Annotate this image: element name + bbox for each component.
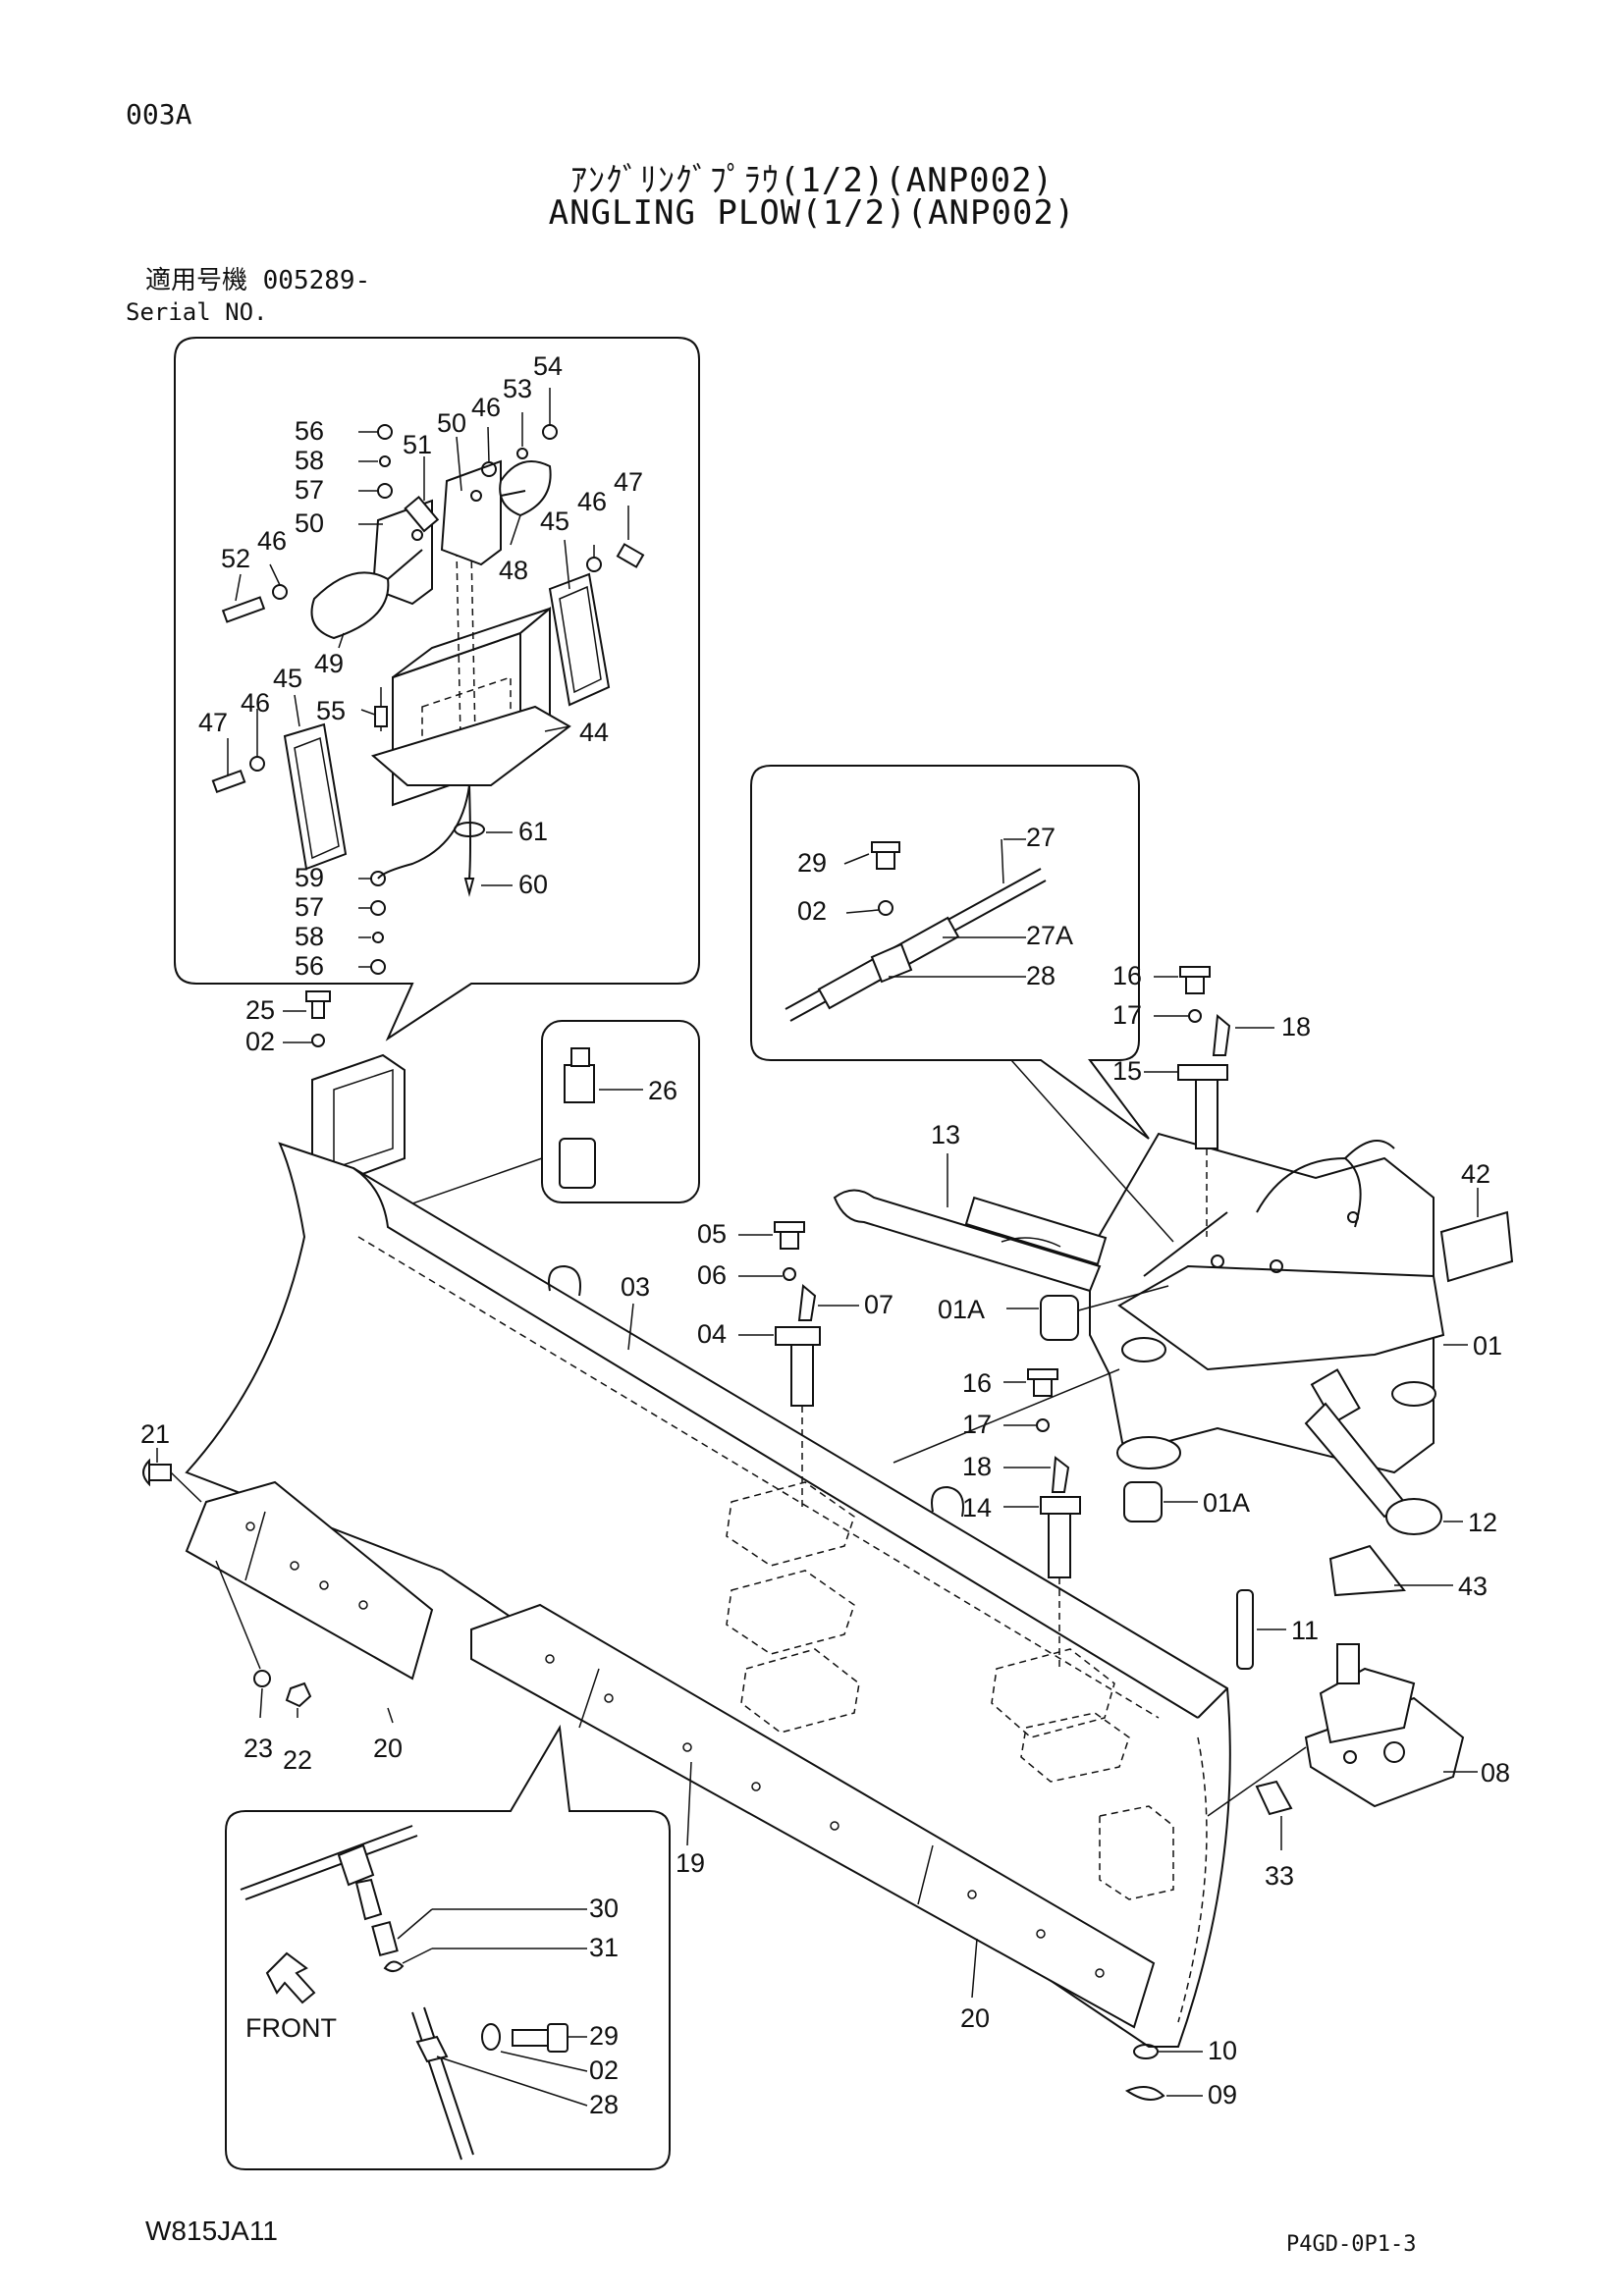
lamp-inset	[174, 337, 700, 1041]
part-label-29-tube: 29	[797, 848, 827, 878]
part-label-16-upper: 16	[1112, 961, 1142, 990]
part-label-12: 12	[1468, 1508, 1497, 1537]
part-label-55: 55	[316, 696, 346, 725]
part-label-45-right: 45	[540, 507, 569, 536]
cutting-edges	[185, 1480, 1156, 2029]
part-label-45-left: 45	[273, 664, 302, 693]
part-label-29-inset: 29	[589, 2021, 619, 2051]
part-label-26: 26	[648, 1076, 677, 1105]
part-label-46-a: 46	[471, 393, 501, 422]
part-label-28-tube: 28	[1026, 961, 1056, 990]
part-label-20-right: 20	[960, 2003, 990, 2033]
part-label-42: 42	[1461, 1159, 1490, 1189]
sheet-code: P4GD-0P1-3	[1286, 2232, 1417, 2257]
part-label-25: 25	[245, 995, 275, 1025]
part-label-13: 13	[931, 1120, 960, 1149]
part-label-11: 11	[1291, 1616, 1319, 1645]
part-label-01: 01	[1473, 1331, 1502, 1361]
nipple-inset	[372, 1020, 700, 1218]
part-label-53: 53	[503, 374, 532, 403]
part-label-03: 03	[621, 1272, 650, 1302]
part-label-30: 30	[589, 1894, 619, 1923]
part-label-05: 05	[697, 1219, 727, 1249]
part-label-54: 54	[533, 351, 563, 381]
part-label-58-bottom: 58	[295, 922, 324, 951]
part-label-01A-upper: 01A	[938, 1295, 985, 1324]
serial-label-english: Serial NO.	[126, 298, 268, 326]
part-label-17-upper: 17	[1112, 1000, 1142, 1030]
front-label: FRONT	[245, 2013, 337, 2043]
serial-label-japanese: 適用号機 005289-	[145, 266, 371, 295]
part-label-27: 27	[1026, 823, 1056, 852]
part-label-43: 43	[1458, 1572, 1488, 1601]
part-label-16-lower: 16	[962, 1368, 992, 1398]
part-label-57-bottom: 57	[295, 892, 324, 922]
part-label-09: 09	[1208, 2080, 1237, 2109]
part-label-56-bottom: 56	[295, 951, 324, 981]
part-label-23: 23	[244, 1734, 273, 1763]
title-english: ANGLING PLOW(1/2)(ANP002)	[548, 193, 1076, 233]
part-label-47-right: 47	[614, 467, 643, 497]
part-label-31: 31	[589, 1933, 619, 1962]
part-label-48: 48	[499, 556, 528, 585]
part-label-56-top: 56	[295, 416, 324, 446]
part-label-28-inset: 28	[589, 2090, 619, 2119]
part-label-61: 61	[518, 817, 548, 846]
part-label-14: 14	[962, 1493, 992, 1522]
tube-inset	[750, 765, 1150, 1140]
part-label-10: 10	[1208, 2036, 1237, 2065]
title-japanese: ｱﾝｸﾞﾘﾝｸﾞﾌﾟﾗｳ(1/2)(ANP002)	[569, 161, 1055, 200]
part-label-52: 52	[221, 544, 250, 573]
part-label-20-left: 20	[373, 1734, 403, 1763]
part-label-21: 21	[140, 1419, 170, 1449]
part-label-46-c: 46	[577, 487, 607, 516]
part-label-04: 04	[697, 1319, 727, 1349]
part-label-18-upper: 18	[1281, 1012, 1311, 1041]
part-label-17-lower: 17	[962, 1410, 992, 1439]
part-label-50-a: 50	[295, 508, 324, 538]
part-label-47-left: 47	[198, 708, 228, 737]
drawing-code: W815JA11	[145, 2216, 278, 2246]
front-inset	[225, 1724, 671, 2170]
plow-blade	[185, 1142, 1231, 2048]
part-label-49: 49	[314, 649, 344, 678]
part-label-15: 15	[1112, 1056, 1142, 1086]
part-label-51: 51	[403, 430, 432, 459]
part-label-44: 44	[579, 718, 609, 747]
part-label-07: 07	[864, 1290, 893, 1319]
part-label-22: 22	[283, 1745, 312, 1775]
part-label-46-b: 46	[257, 526, 287, 556]
part-label-46-d: 46	[241, 688, 270, 718]
part-label-18-lower: 18	[962, 1452, 992, 1481]
part-label-50-b: 50	[437, 408, 466, 438]
part-label-33: 33	[1265, 1861, 1294, 1891]
part-label-01A-lower: 01A	[1203, 1488, 1250, 1518]
part-label-27A: 27A	[1026, 921, 1073, 950]
page-code: 003A	[126, 98, 192, 131]
part-label-06: 06	[697, 1260, 727, 1290]
part-label-02-inset: 02	[589, 2056, 619, 2085]
part-label-19: 19	[676, 1848, 705, 1878]
part-label-58-top: 58	[295, 446, 324, 475]
part-label-59: 59	[295, 863, 324, 892]
part-label-60: 60	[518, 870, 548, 899]
part-label-02-tube: 02	[797, 896, 827, 926]
part-label-08: 08	[1481, 1758, 1510, 1788]
part-label-57-top: 57	[295, 475, 324, 505]
part-label-02-bracket: 02	[245, 1027, 275, 1056]
hydraulic-cylinders	[833, 1189, 1442, 1535]
